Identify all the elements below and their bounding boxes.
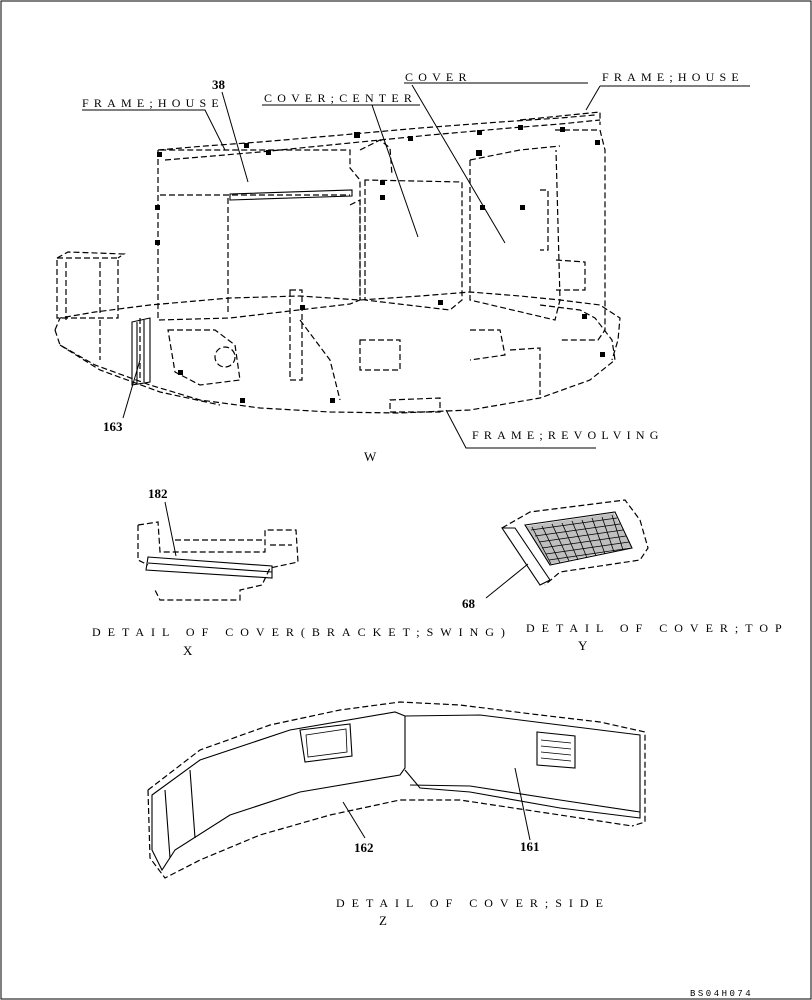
drawing-code: BS04H074 [690, 989, 753, 999]
part-number-161: 161 [520, 839, 540, 854]
frame-revolving-label: FRAME;REVOLVING [472, 428, 664, 442]
frame-house-left-label: FRAME;HOUSE [82, 96, 224, 110]
detail-z-caption: DETAIL OF COVER;SIDE [336, 896, 610, 910]
part-number-38: 38 [212, 77, 226, 92]
frame-bolt-marks [155, 125, 605, 403]
detail-y-caption: DETAIL OF COVER;TOP [526, 621, 789, 635]
grating-grid [526, 513, 632, 565]
frame-house-right-label: FRAME;HOUSE [602, 70, 744, 84]
main-assembly-view [54, 111, 621, 414]
part-number-163: 163 [103, 419, 123, 434]
main-view-leaders [82, 82, 750, 449]
cover-label: COVER [405, 70, 472, 84]
part-number-162: 162 [354, 840, 374, 855]
detail-y-top-cover [485, 499, 649, 599]
view-letter-x: X [183, 643, 193, 658]
view-letter-w: W [364, 449, 377, 464]
view-letter-z: Z [379, 913, 387, 928]
detail-x-caption: DETAIL OF COVER(BRACKET;SWING) [92, 625, 512, 639]
detail-x-bracket-swing-cover [137, 501, 299, 601]
cover-center-label: COVER;CENTER [264, 91, 417, 105]
detail-z-side-cover [147, 701, 646, 879]
part-number-68: 68 [462, 596, 476, 611]
view-letter-y: Y [578, 638, 588, 653]
part-number-182: 182 [148, 486, 168, 501]
